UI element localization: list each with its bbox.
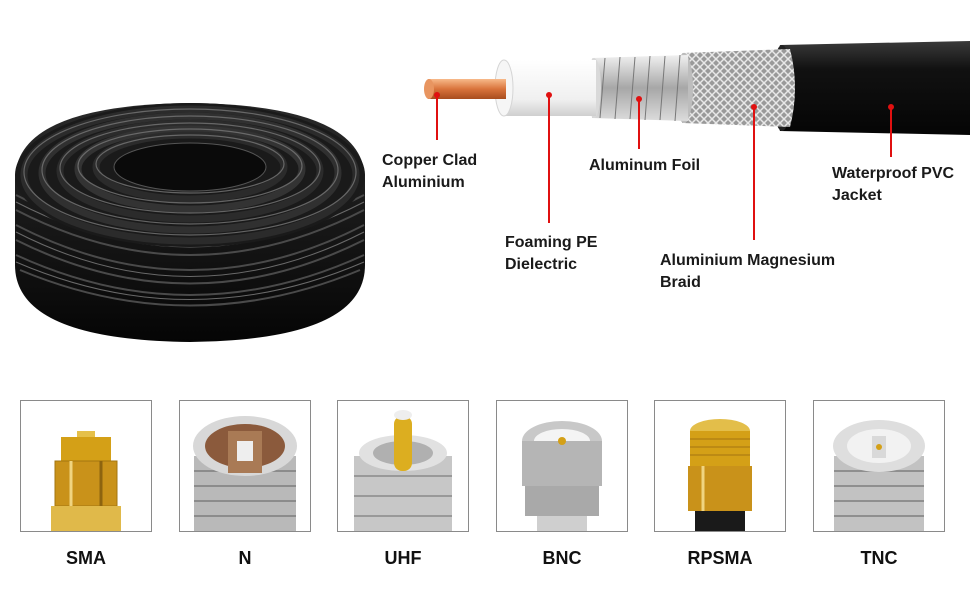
n-connector-icon [193, 416, 297, 531]
rpsma-connector-icon [688, 419, 752, 531]
copper-leader [436, 95, 438, 140]
foil-leader [638, 99, 640, 149]
jacket-label: Waterproof PVC Jacket [832, 165, 955, 204]
connector-label: BNC [542, 548, 582, 568]
foaming-pe-label: Foaming PE Dielectric [505, 234, 598, 273]
tnc-connector-box [813, 400, 945, 532]
n-connector-box [179, 400, 311, 532]
connector-label: N [238, 548, 252, 568]
pe-leader [548, 95, 550, 223]
tnc-connector-icon [833, 420, 925, 531]
connector-label: RPSMA [687, 548, 753, 568]
bnc-connector-icon [522, 421, 602, 531]
aluminum-foil-label: Aluminum Foil [589, 157, 701, 174]
bnc-connector-box [496, 400, 628, 532]
braid-label: Aluminium Magnesium Braid [660, 252, 836, 291]
jacket-leader [890, 107, 892, 157]
connector-label: SMA [66, 548, 106, 568]
connector-label: TNC [860, 548, 898, 568]
copper-clad-label: Copper Clad Aluminium [382, 152, 478, 191]
sma-connector-box [20, 400, 152, 532]
rpsma-connector-box [654, 400, 786, 532]
uhf-connector-icon [354, 410, 452, 531]
cable-coil [10, 85, 370, 355]
uhf-connector-box [337, 400, 469, 532]
braid-leader [753, 107, 755, 240]
sma-connector-icon [51, 431, 121, 531]
connector-label: UHF [384, 548, 422, 568]
cable-cross-section [420, 35, 970, 145]
